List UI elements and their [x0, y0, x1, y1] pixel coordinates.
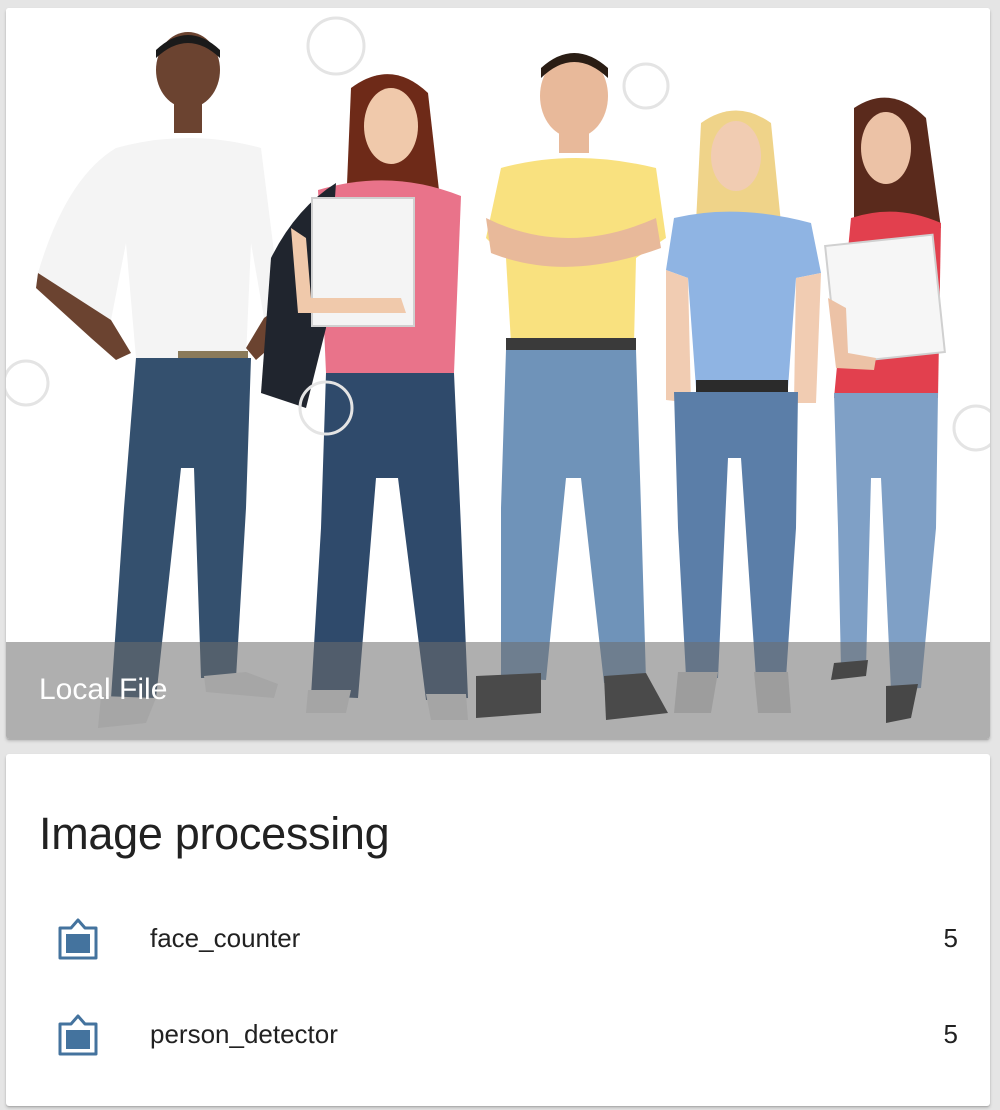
image-filter-icon — [56, 1012, 100, 1058]
image-filter-icon — [56, 916, 100, 962]
entity-state: 5 — [943, 1019, 958, 1049]
card-title: Image processing — [39, 808, 390, 859]
camera-image[interactable] — [6, 8, 990, 739]
entity-row-person-detector[interactable]: person_detector 5 — [6, 994, 990, 1074]
camera-caption: Local File — [39, 673, 168, 706]
entity-name: person_detector — [150, 1019, 338, 1049]
person-1 — [36, 32, 281, 728]
camera-snapshot-picture — [6, 8, 990, 739]
entity-name: face_counter — [150, 923, 301, 953]
entities-card: Image processing face_counter 5 person_d… — [6, 754, 990, 1106]
camera-card[interactable]: Local File — [6, 8, 990, 739]
camera-caption-bar: Local File — [6, 642, 990, 739]
watermark-marks — [6, 16, 990, 452]
entity-state: 5 — [943, 923, 958, 953]
entity-row-face-counter[interactable]: face_counter 5 — [6, 898, 990, 978]
person-2 — [261, 74, 468, 720]
